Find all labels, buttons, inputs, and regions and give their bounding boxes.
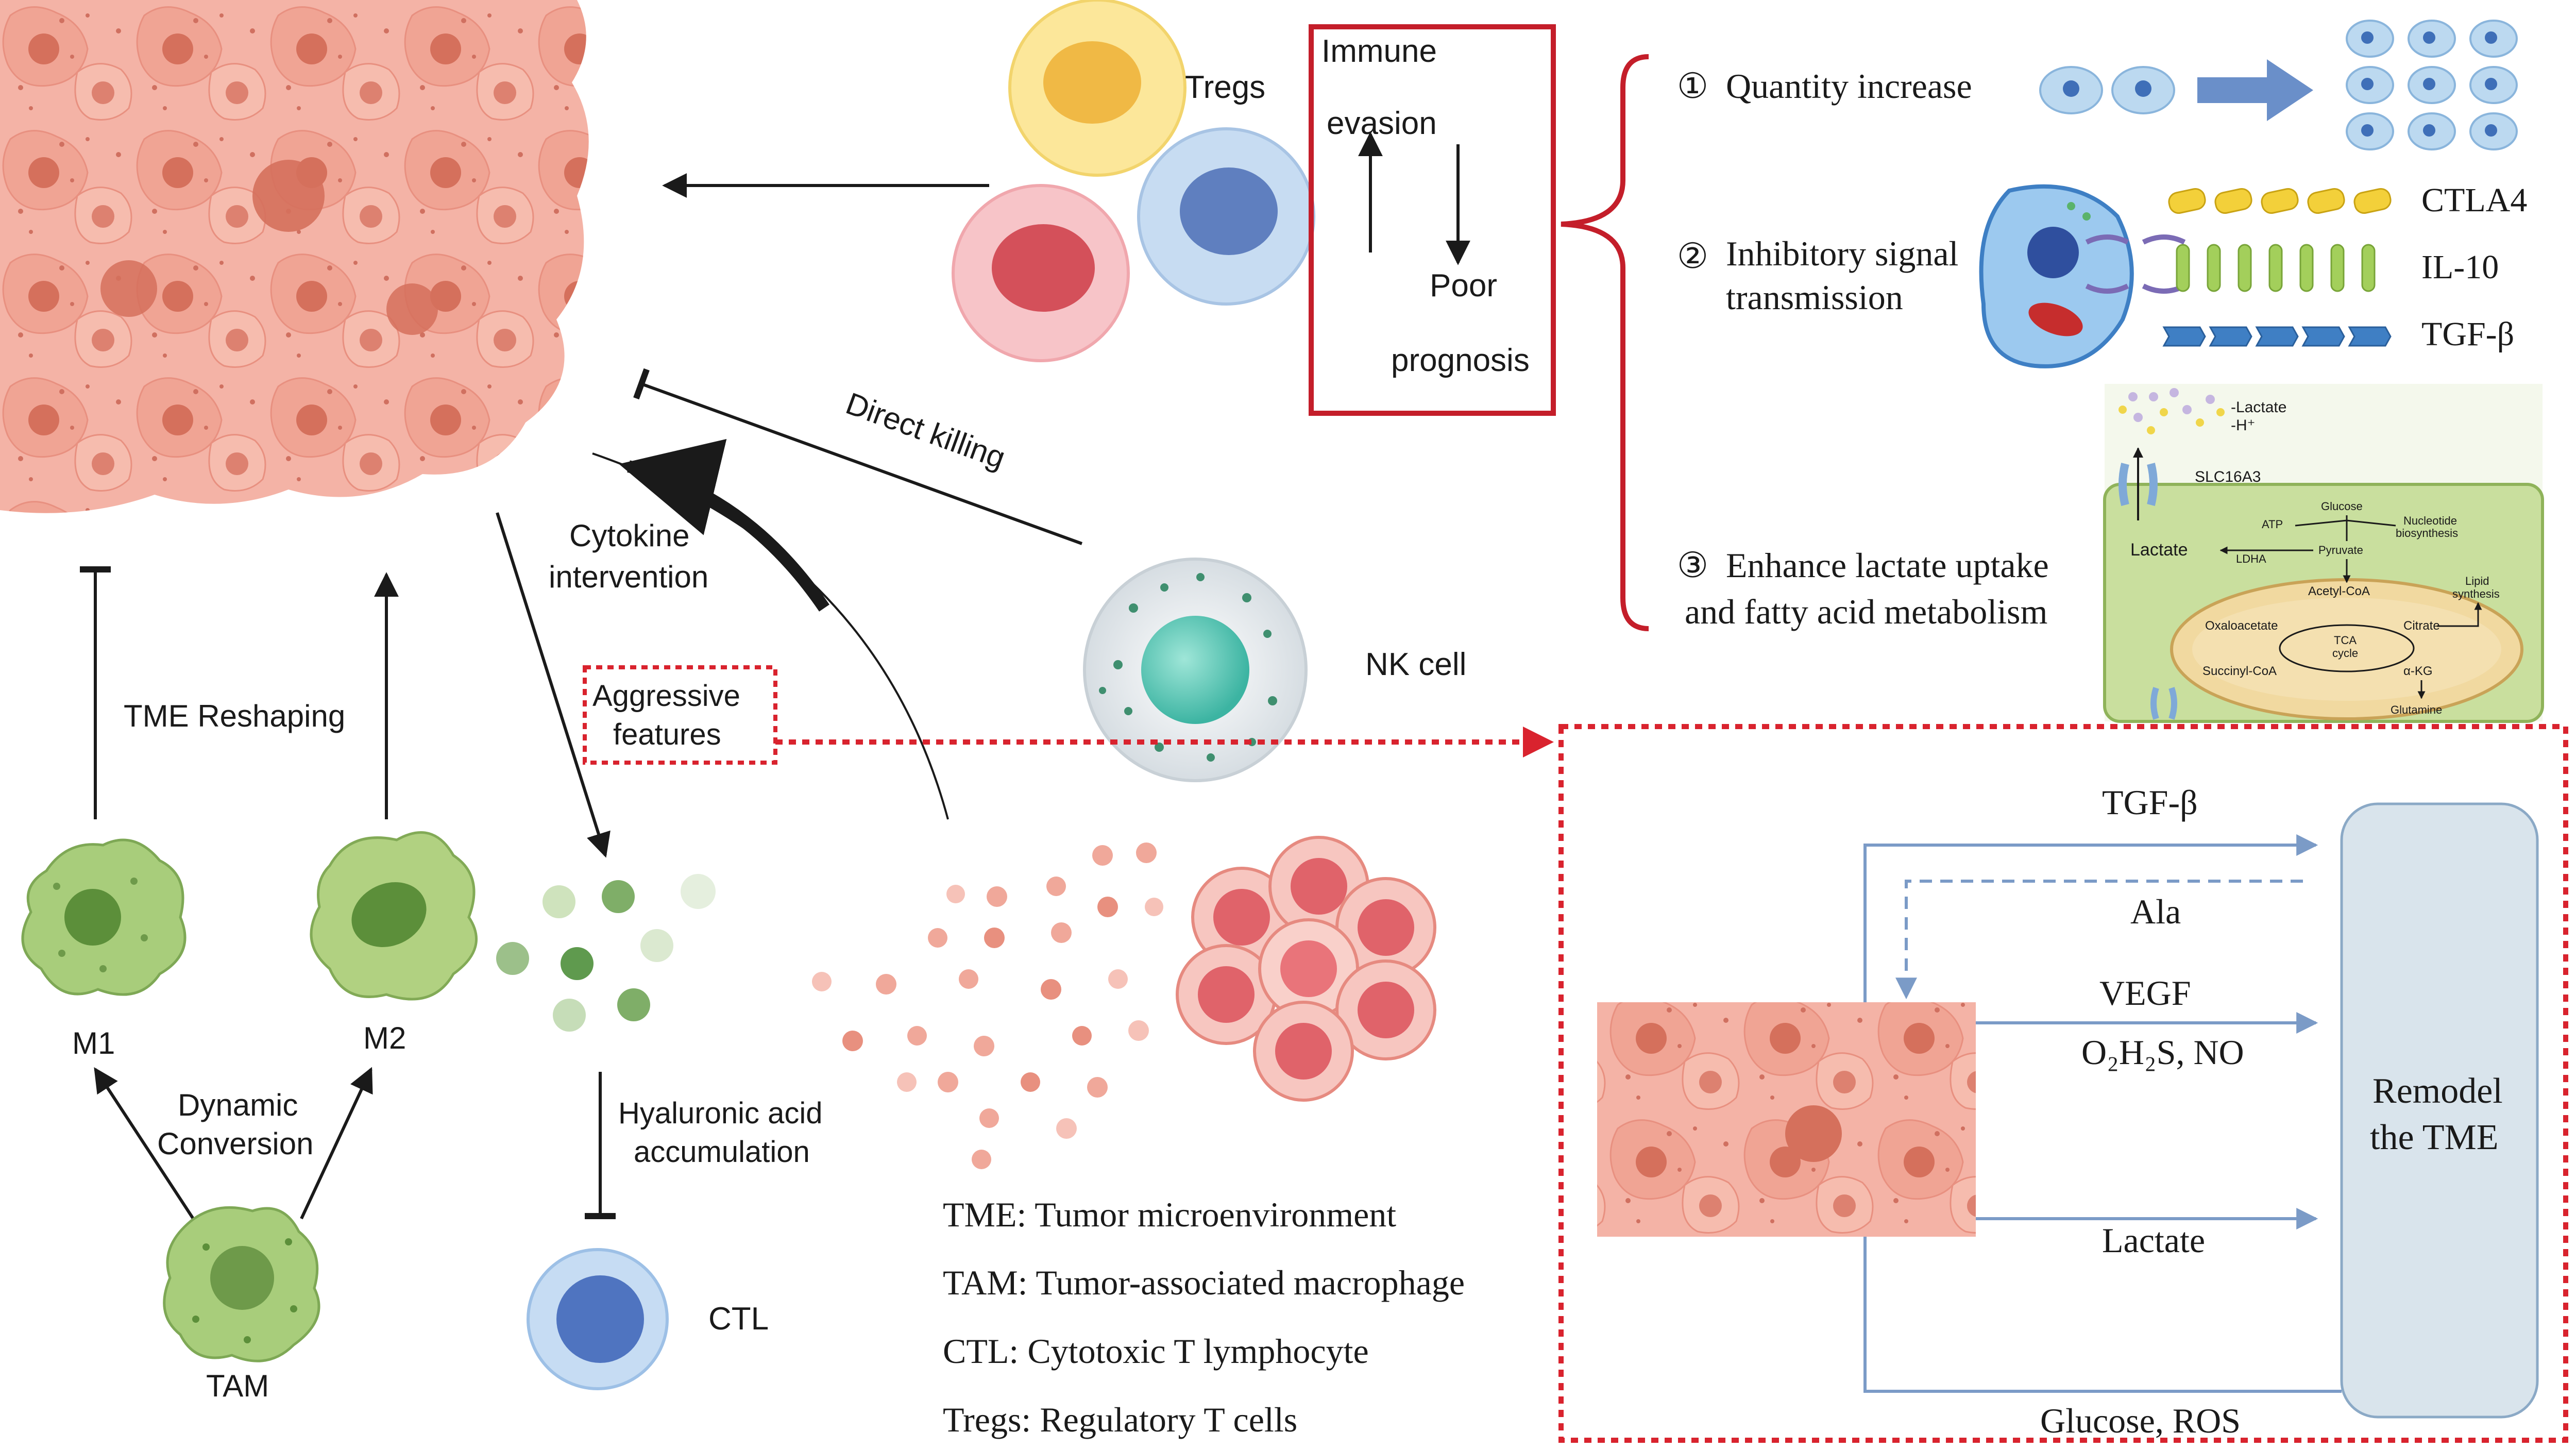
item3-number: ③	[1677, 546, 1708, 585]
nk-cell-label: NK cell	[1365, 647, 1466, 682]
acetyl-label: Acetyl-CoA	[2308, 584, 2370, 598]
lactate-transporter-icon	[2119, 447, 2158, 520]
il10-icon	[2176, 244, 2376, 292]
oxaloacetate-label: Oxaloacetate	[2205, 619, 2278, 633]
immune-label: Immune	[1321, 33, 1437, 69]
ctla4-label: CTLA4	[2421, 181, 2527, 219]
tumor-particles-icon	[812, 843, 1163, 1169]
nk-cell-icon	[1083, 558, 1308, 782]
succinyl-label: Succinyl-CoA	[2202, 664, 2277, 678]
m2-macrophage-icon	[310, 831, 478, 1001]
lactate-out-label: -Lactate	[2231, 399, 2286, 416]
cytokine-arrow	[619, 439, 829, 612]
remodel-label-2: the TME	[2370, 1118, 2499, 1157]
aggressive-arrow	[496, 512, 611, 858]
tca-label-2: cycle	[2332, 647, 2358, 660]
item1-label: Quantity increase	[1726, 66, 1972, 106]
tgfb-label: TGF-β	[2421, 315, 2514, 353]
lactate-label: Lactate	[2130, 540, 2188, 560]
hyaluronic-label-1: Hyaluronic acid	[618, 1097, 823, 1130]
citrate-label: Citrate	[2403, 619, 2440, 633]
m2-label: M2	[363, 1021, 406, 1055]
lipid-label-2: synthesis	[2452, 587, 2500, 600]
remodel-label-1: Remodel	[2372, 1071, 2503, 1111]
lactate-dots	[2128, 388, 2215, 422]
metabolism-panel: -Lactate -H⁺ SLC16A3 Glucose ATP Nucleot…	[2103, 384, 2544, 723]
remodel-vegf-label: VEGF	[2099, 973, 2191, 1013]
item1-number: ①	[1677, 66, 1708, 106]
remodel-lactate-label: Lactate	[2102, 1221, 2205, 1260]
tam-to-m1-arrow	[94, 1067, 195, 1220]
direct-killing-line	[633, 368, 1083, 545]
tumor-cluster-icon	[1176, 836, 1436, 1102]
glucose-label: Glucose	[2321, 500, 2363, 513]
dynamic-label-1: Dynamic	[178, 1088, 298, 1122]
treg-cells-icon	[952, 0, 1315, 362]
remodel-tgfb-label: TGF-β	[2102, 783, 2198, 822]
aggressive-box	[583, 665, 777, 765]
cytokine-thin-curve	[592, 452, 949, 820]
red-brace	[1561, 54, 1649, 631]
item2-label-line2: transmission	[1726, 278, 1903, 317]
cell-count-icons	[2039, 20, 2518, 150]
item2-number: ②	[1677, 237, 1708, 276]
direct-killing-label: Direct killing	[841, 386, 1010, 476]
remodel-o2h2s-label: O₂H₂S, NO	[2081, 1033, 2244, 1072]
slc-label: SLC16A3	[2195, 468, 2261, 485]
aggressive-label-1: Aggressive	[592, 679, 740, 713]
cytokine-label-1: Cytokine	[569, 518, 689, 553]
tgfb-icon	[2162, 326, 2392, 347]
tca-label-1: TCA	[2334, 634, 2357, 647]
il10-label: IL-10	[2421, 248, 2499, 286]
immune-evasion-box	[1309, 24, 1556, 416]
h-out-label: -H⁺	[2231, 417, 2256, 434]
tme-reshaping-label: TME Reshaping	[124, 699, 345, 733]
item3-label-line1: Enhance lactate uptake	[1726, 546, 2049, 585]
item2-label-line1: Inhibitory signal	[1726, 234, 1958, 273]
legend-tam: TAM: Tumor-associated macrophage	[943, 1263, 1465, 1302]
poor-label: Poor	[1430, 268, 1497, 304]
legend-ctl: CTL: Cytotoxic T lymphocyte	[943, 1332, 1369, 1371]
cytokine-label-2: intervention	[549, 560, 708, 594]
legend-tme: TME: Tumor microenvironment	[943, 1195, 1396, 1234]
ctl-cell-icon	[527, 1248, 669, 1390]
legend-tregs: Tregs: Regulatory T cells	[943, 1400, 1297, 1439]
tam-label: TAM	[206, 1369, 269, 1403]
ctl-label: CTL	[708, 1301, 769, 1337]
treg-signal-icon	[1979, 184, 2186, 368]
hyaluronic-dots-icon	[496, 874, 716, 1032]
remodel-box	[2340, 802, 2539, 1419]
aggressive-label-2: features	[613, 718, 721, 751]
dynamic-label-2: Conversion	[157, 1126, 314, 1161]
nucleotide-label-2: biosynthesis	[2396, 527, 2458, 540]
remodel-ala-label: Ala	[2130, 892, 2181, 931]
pyruvate-label: Pyruvate	[2318, 544, 2363, 557]
glutamine-label: Glutamine	[2391, 703, 2442, 716]
tam-macrophage-icon	[163, 1206, 320, 1362]
tregs-label: Tregs	[1185, 70, 1265, 105]
tam-to-m2-arrow	[300, 1067, 373, 1220]
lipid-label-1: Lipid	[2465, 575, 2489, 587]
evasion-label: evasion	[1327, 106, 1437, 141]
tumor-mass-icon	[0, 0, 589, 513]
tumor-tissue-icon	[1597, 1002, 1976, 1237]
remodel-panel	[1558, 724, 2568, 1443]
nucleotide-label-1: Nucleotide	[2403, 514, 2457, 527]
m1-label: M1	[72, 1026, 115, 1060]
ldha-label: LDHA	[2236, 552, 2266, 565]
ctla4-icon	[2168, 188, 2392, 214]
hyaluronic-label-2: accumulation	[634, 1135, 810, 1169]
prognosis-label: prognosis	[1391, 343, 1530, 378]
akg-label: α-KG	[2403, 664, 2433, 678]
remodel-glucose-label: Glucose, ROS	[2040, 1401, 2241, 1440]
glucose-line	[1863, 1237, 2342, 1393]
item3-label-line2: and fatty acid metabolism	[1685, 592, 2047, 631]
tgfb-arrow	[1863, 834, 2318, 1002]
ala-arrow	[1895, 880, 2303, 1000]
atp-label: ATP	[2262, 518, 2283, 531]
m1-macrophage-icon	[21, 838, 187, 996]
